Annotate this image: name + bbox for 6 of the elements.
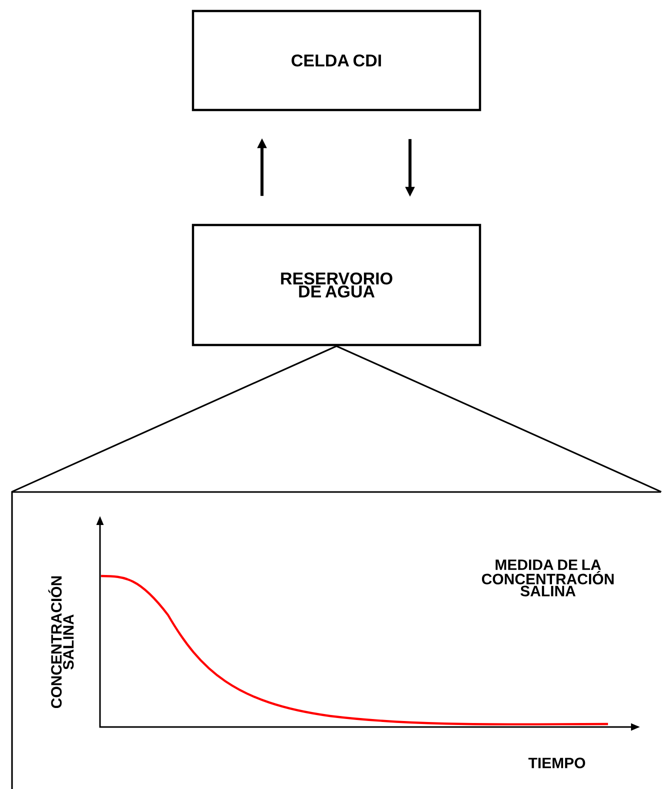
process-box: CELDA CDI [192, 10, 482, 112]
axis-label: TIEMPO [528, 758, 586, 768]
axis-label: CONCENTRACIÓN SALINA [48, 576, 74, 708]
zoom-line [336, 345, 662, 493]
process-box: RESERVORIO DE AGUA [192, 224, 482, 346]
zoom-line [11, 345, 337, 493]
